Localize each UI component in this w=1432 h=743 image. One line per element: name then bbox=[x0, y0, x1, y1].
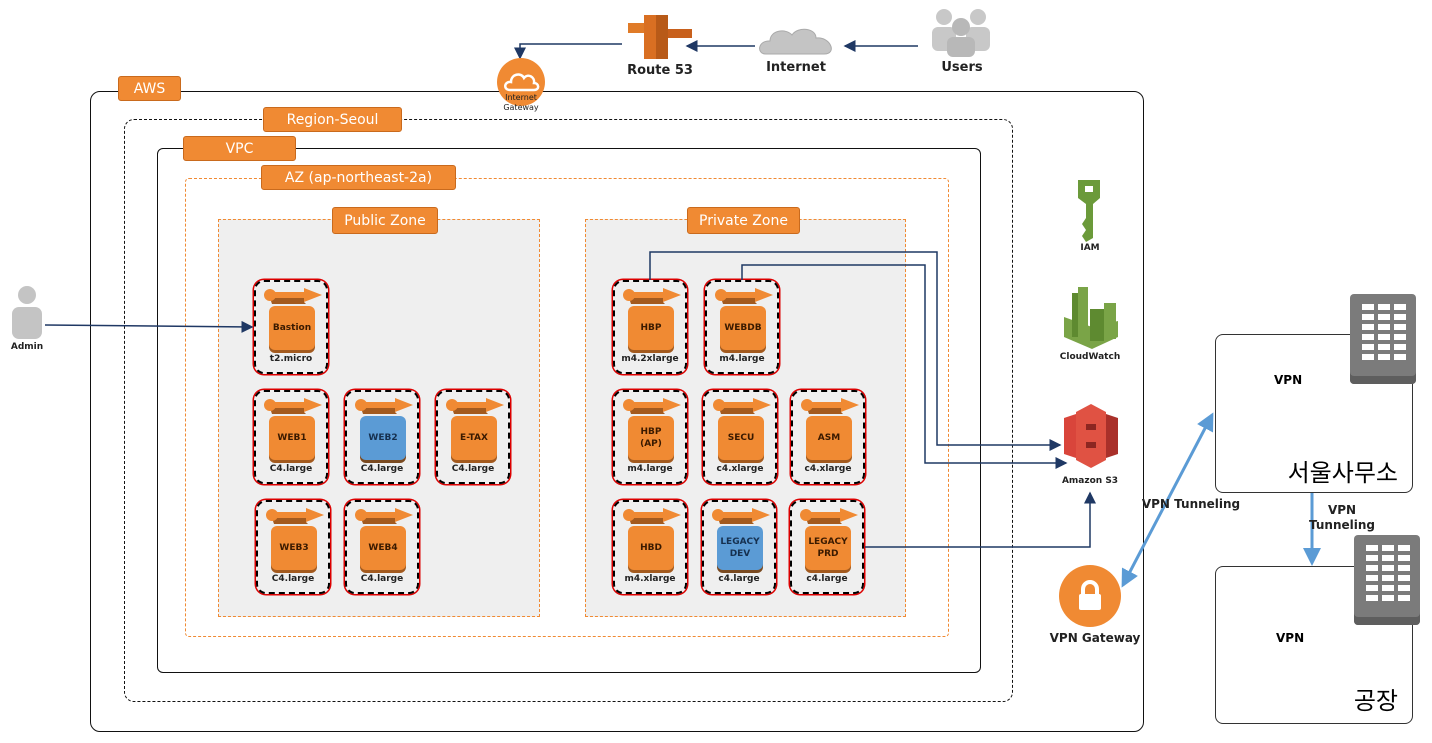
private-instance[interactable]: LEGACY PRD c4.large bbox=[790, 500, 864, 594]
instance-name: E-TAX bbox=[451, 416, 497, 460]
ec2-instance-icon bbox=[355, 508, 413, 524]
instance-name: HBD bbox=[628, 526, 674, 570]
factory-server-icon bbox=[1354, 535, 1420, 625]
instance-name: SECU bbox=[718, 416, 764, 460]
vpn-gateway-label: VPN Gateway bbox=[1049, 631, 1141, 645]
instance-name: Bastion bbox=[269, 306, 315, 350]
public-zone-label: Public Zone bbox=[332, 207, 438, 234]
admin-to-bastion-line bbox=[44, 320, 254, 333]
private-instance[interactable]: HBP m4.2xlarge bbox=[613, 280, 687, 374]
instance-type: C4.large bbox=[269, 464, 313, 474]
az-label: AZ (ap-northeast-2a) bbox=[261, 165, 456, 190]
private-zone-label: Private Zone bbox=[687, 207, 800, 234]
factory-name: 공장 bbox=[1353, 687, 1398, 715]
instance-name: WEBDB bbox=[720, 306, 766, 350]
seoul-vpn-label: VPN bbox=[1274, 373, 1303, 387]
route53-icon bbox=[628, 15, 692, 59]
seoul-office-name: 서울사무소 bbox=[1287, 459, 1398, 487]
ec2-instance-icon bbox=[715, 288, 773, 304]
instance-type: m4.2xlarge bbox=[621, 354, 679, 364]
internet-gateway-label: Internet Gateway bbox=[503, 93, 539, 112]
az-container bbox=[185, 178, 949, 637]
instance-name: HBP bbox=[628, 306, 674, 350]
internet-gateway-icon bbox=[497, 58, 545, 106]
private-instance[interactable]: WEBDB m4.large bbox=[705, 280, 779, 374]
instance-type: c4.large bbox=[718, 574, 760, 584]
aws-label: AWS bbox=[118, 76, 181, 101]
ec2-instance-icon bbox=[623, 508, 681, 524]
seoul-server-icon bbox=[1350, 294, 1416, 384]
instance-name: LEGACY PRD bbox=[805, 526, 851, 570]
vpc-label: VPC bbox=[183, 136, 296, 161]
hbp-to-s3-line bbox=[649, 251, 1062, 451]
instance-type: m4.large bbox=[627, 464, 673, 474]
ec2-instance-icon bbox=[712, 508, 770, 524]
instance-name: WEB3 bbox=[271, 526, 317, 570]
instance-name: WEB2 bbox=[360, 416, 406, 460]
webdb-to-s3-line bbox=[741, 264, 1068, 469]
region-container bbox=[124, 119, 1013, 702]
instance-type: C4.large bbox=[451, 464, 495, 474]
ec2-instance-icon bbox=[355, 398, 413, 414]
instance-type: C4.large bbox=[360, 464, 404, 474]
iam-label: IAM bbox=[1080, 243, 1100, 253]
instance-type: C4.large bbox=[271, 574, 315, 584]
ec2-instance-icon bbox=[446, 398, 504, 414]
ec2-instance-icon bbox=[623, 398, 681, 414]
vpn-tunnel-line bbox=[1121, 412, 1214, 588]
aws-container bbox=[90, 91, 1144, 732]
private-instance[interactable]: SECU c4.xlarge bbox=[703, 390, 777, 484]
instance-type: c4.xlarge bbox=[716, 464, 764, 474]
route53-to-igw-line bbox=[514, 43, 622, 60]
admin-icon bbox=[12, 286, 42, 339]
private-instance[interactable]: LEGACY DEV c4.large bbox=[702, 500, 776, 594]
instance-type: c4.large bbox=[806, 574, 848, 584]
iam-key-icon bbox=[1078, 180, 1100, 242]
ec2-instance-icon bbox=[800, 508, 858, 524]
instance-type: C4.large bbox=[360, 574, 404, 584]
ec2-instance-icon bbox=[264, 398, 322, 414]
ec2-instance-icon bbox=[266, 508, 324, 524]
cloudwatch-label: CloudWatch bbox=[1059, 352, 1121, 362]
vpn-tunneling-label: VPN Tunneling bbox=[1141, 497, 1241, 511]
amazon-s3-icon bbox=[1064, 404, 1118, 468]
public-instance[interactable]: E-TAX C4.large bbox=[436, 390, 510, 484]
admin-label: Admin bbox=[10, 342, 44, 352]
private-instance[interactable]: HBD m4.xlarge bbox=[613, 500, 687, 594]
users-label: Users bbox=[941, 60, 983, 75]
office-tunneling-label: VPN Tunneling bbox=[1309, 503, 1375, 532]
instance-type: m4.large bbox=[719, 354, 765, 364]
internet-cloud-icon bbox=[759, 28, 832, 55]
instance-name: LEGACY DEV bbox=[717, 526, 763, 570]
region-label: Region-Seoul bbox=[263, 107, 402, 132]
instance-type: c4.xlarge bbox=[804, 464, 852, 474]
cloudwatch-icon bbox=[1064, 287, 1118, 349]
public-instance[interactable]: Bastion t2.micro bbox=[254, 280, 328, 374]
users-icon bbox=[932, 9, 990, 57]
instance-type: m4.xlarge bbox=[624, 574, 676, 584]
instance-type: t2.micro bbox=[269, 354, 313, 364]
private-instance[interactable]: HBP (AP) m4.large bbox=[613, 390, 687, 484]
vpn-gateway-icon bbox=[1059, 565, 1121, 627]
internet-label: Internet bbox=[766, 60, 826, 75]
factory-vpn-label: VPN bbox=[1276, 631, 1305, 645]
route53-label: Route 53 bbox=[627, 63, 693, 78]
instance-name: ASM bbox=[806, 416, 852, 460]
ec2-instance-icon bbox=[801, 398, 859, 414]
instance-name: HBP (AP) bbox=[628, 416, 674, 460]
ec2-instance-icon bbox=[623, 288, 681, 304]
instance-name: WEB4 bbox=[360, 526, 406, 570]
amazon-s3-label: Amazon S3 bbox=[1061, 476, 1119, 486]
instance-name: WEB1 bbox=[269, 416, 315, 460]
ec2-instance-icon bbox=[264, 288, 322, 304]
ec2-instance-icon bbox=[713, 398, 771, 414]
legacy-prd-to-s3-line bbox=[865, 491, 1096, 548]
vpc-container bbox=[157, 148, 981, 673]
private-instance[interactable]: ASM c4.xlarge bbox=[791, 390, 865, 484]
